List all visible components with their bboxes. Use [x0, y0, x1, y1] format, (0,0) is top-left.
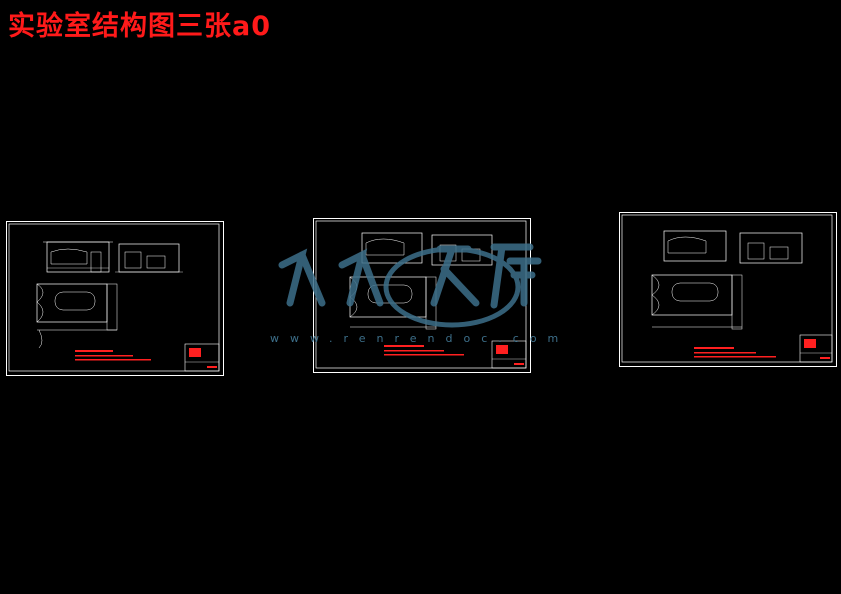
cad-drawing-2: [315, 220, 527, 369]
drawing-sheet-3[interactable]: [619, 212, 837, 367]
drawing-sheet-1[interactable]: [6, 221, 224, 376]
cad-drawing-1: [8, 223, 220, 372]
drawing-sheet-2[interactable]: [313, 218, 531, 373]
watermark-url: www.renrendoc.com: [270, 332, 570, 345]
page-title: 实验室结构图三张a0: [8, 11, 272, 42]
cad-drawing-3: [621, 214, 833, 363]
